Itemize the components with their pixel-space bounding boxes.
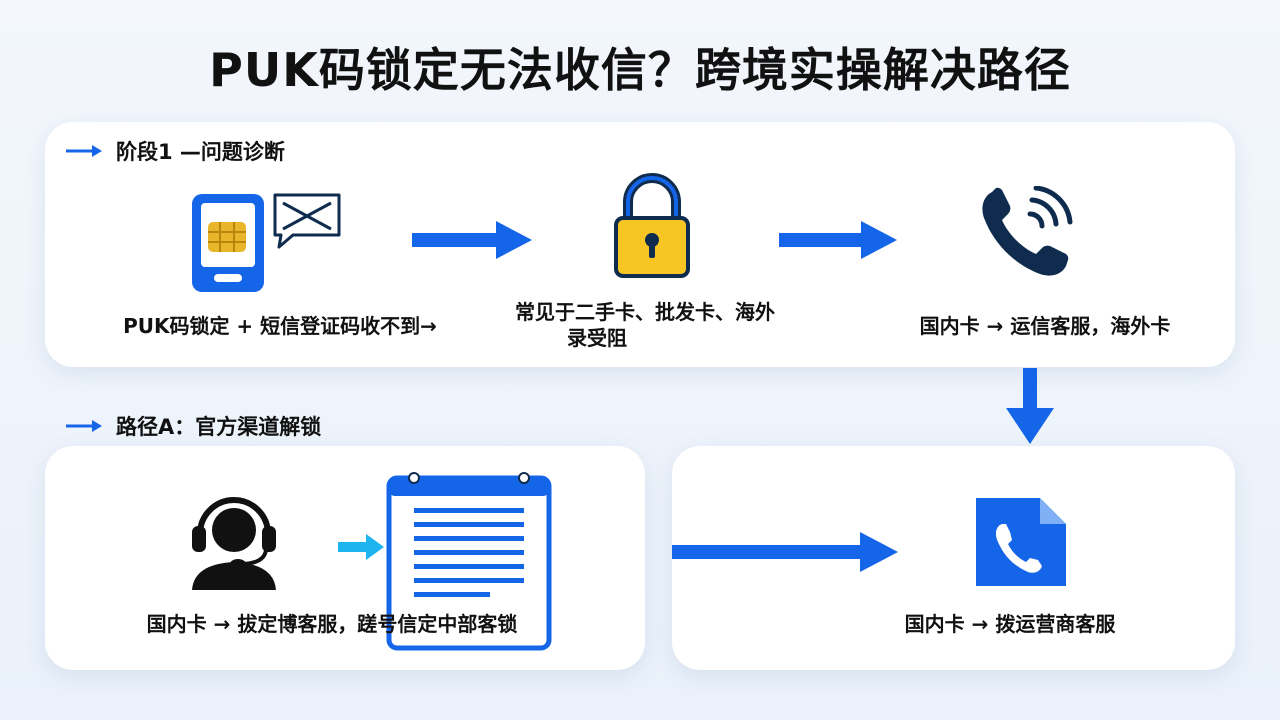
stage1-step2-line1: 常见于二手卡、批发卡、海外 (515, 300, 775, 324)
arrow-down-icon (1006, 368, 1054, 444)
arrow-right-long-icon (672, 532, 898, 572)
pathB-caption: 国内卡 → 拨运营商客服 (904, 612, 1116, 636)
page-title: PUK码锁定无法收信？跨境实操解决路径 (209, 43, 1071, 97)
arrow-right-icon (412, 221, 532, 259)
stage1-step1-caption: PUK码锁定 + 短信登证码收不到→ (123, 314, 437, 338)
stage1-step2-caption: 常见于二手卡、批发卡、海外 录受阻 (505, 299, 815, 351)
notepad-icon (386, 472, 552, 651)
pathA-heading: 路径A：官方渠道解锁 (66, 411, 321, 441)
arrow-right-small-icon (66, 145, 102, 157)
stage1-step2-line2: 录受阻 (567, 326, 627, 350)
envelope-bubble-icon (273, 193, 341, 249)
stage1-step3-caption: 国内卡 → 运信客服，海外卡 (919, 314, 1171, 338)
headset-agent-icon (192, 497, 276, 590)
arrow-right-small-icon-2 (66, 420, 102, 432)
arrow-right-light-icon (338, 534, 384, 560)
sim-phone-icon (192, 194, 264, 292)
arrow-right-icon-2 (779, 221, 897, 259)
padlock-icon (614, 173, 690, 278)
stage1-label: 阶段1 —问题诊断 (116, 140, 285, 164)
phone-document-icon (976, 498, 1066, 586)
phone-call-icon (982, 186, 1073, 276)
pathA-caption: 国内卡 → 拔定博客服，蹉号信定中部客锁 (146, 612, 518, 636)
pathA-label: 路径A：官方渠道解锁 (116, 415, 322, 439)
stage1-heading: 阶段1 —问题诊断 (66, 136, 285, 166)
